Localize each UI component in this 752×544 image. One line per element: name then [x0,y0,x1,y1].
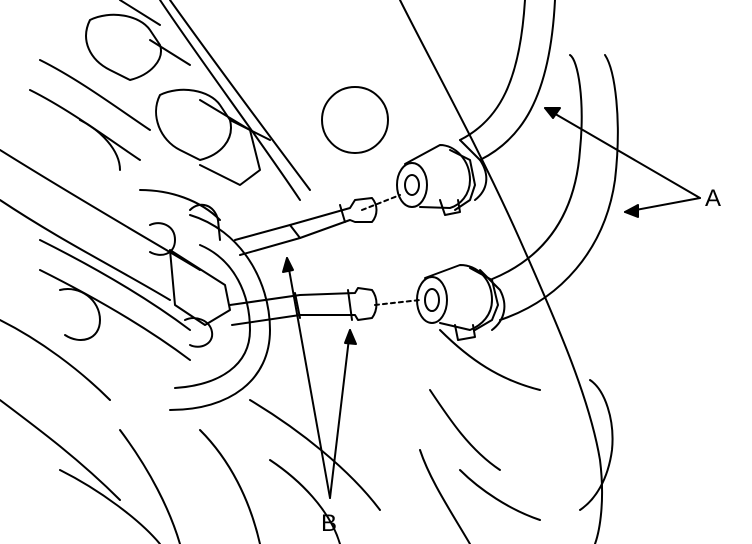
block-cap-circle [322,87,388,153]
callout-label-b: B [321,510,338,537]
lower-tube [230,288,420,325]
lower-hose-clamp [417,265,504,340]
hoses-a [460,0,618,320]
curved-pipe [40,205,270,410]
fuel-rail-connectors [30,0,270,340]
engine-block-outline [0,0,613,544]
callout-label-a: A [705,185,722,212]
callout-b-arrows [283,258,356,498]
upper-hose-clamp [397,140,486,215]
upper-tube [235,195,400,255]
callout-a-arrows [545,108,700,217]
